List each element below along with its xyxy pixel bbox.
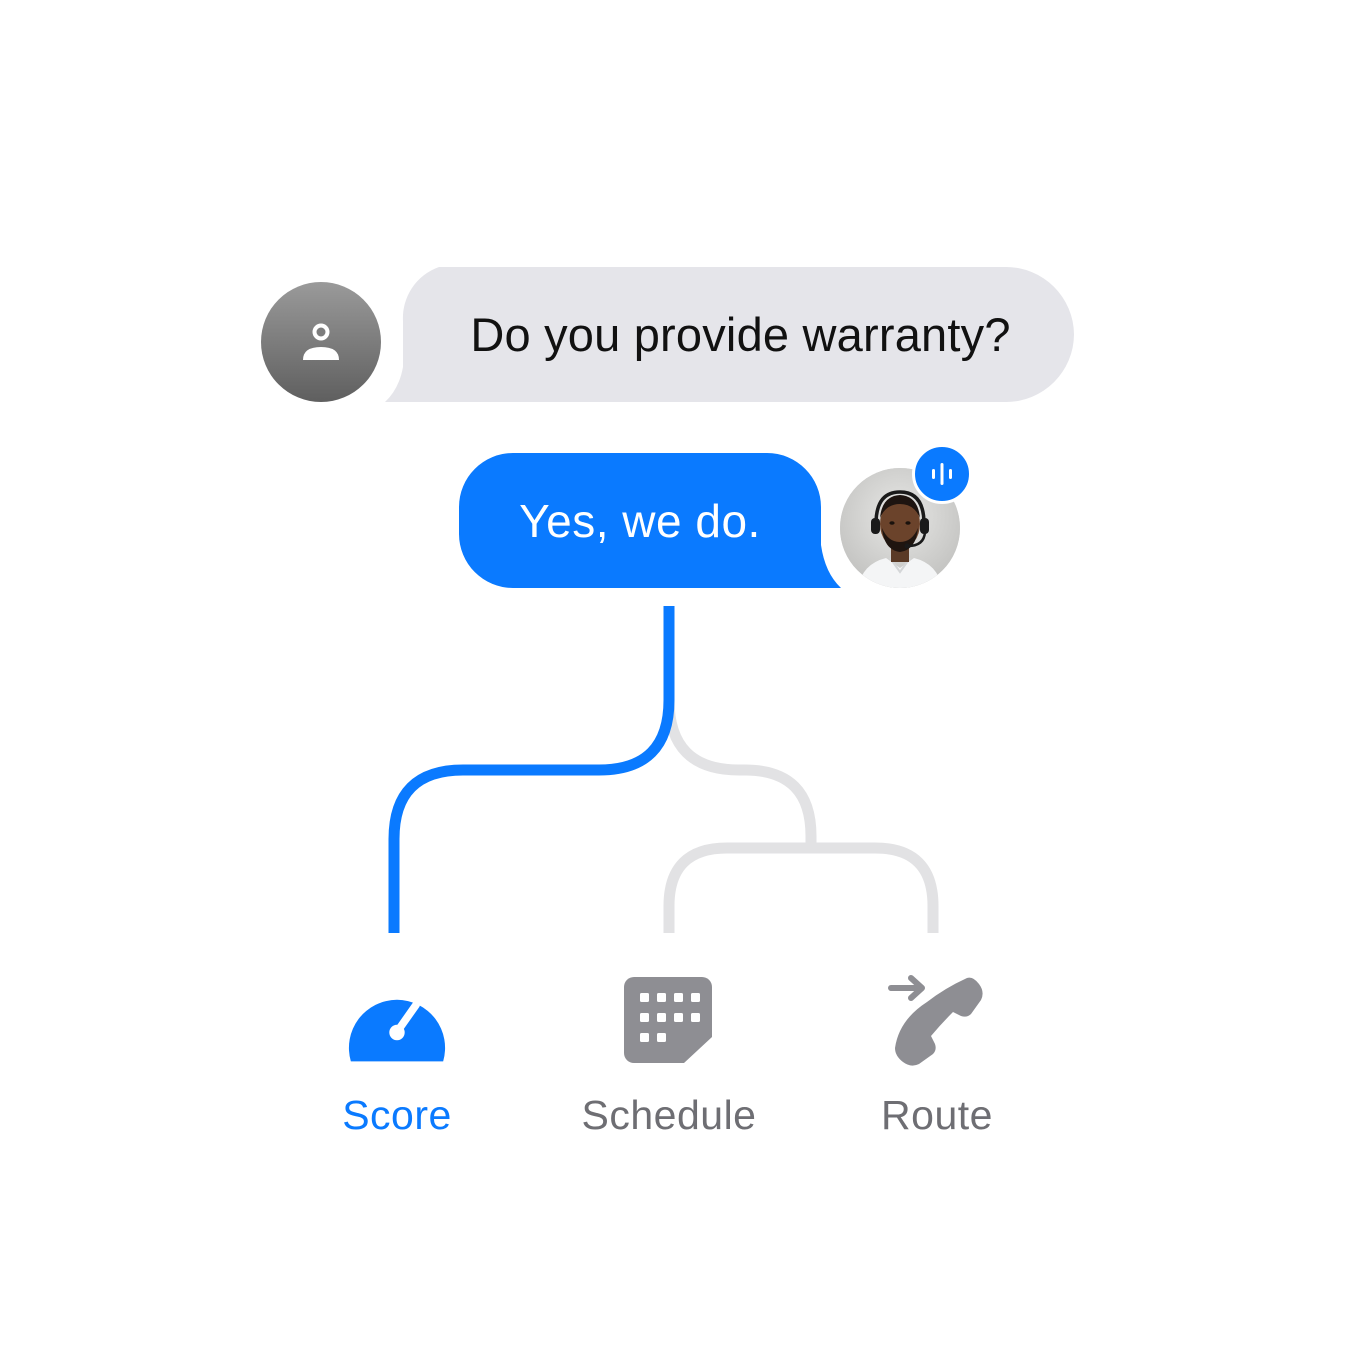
customer-avatar: [261, 282, 381, 402]
option-score-label: Score: [342, 1092, 452, 1138]
person-icon: [303, 323, 339, 360]
customer-message-bubble: Do you provide warranty?: [385, 267, 1074, 402]
customer-message-text: Do you provide warranty?: [470, 308, 1011, 361]
waveform-icon: [932, 463, 952, 485]
option-score[interactable]: Score: [277, 970, 517, 1160]
speedometer-icon: [347, 970, 447, 1070]
agent-message-bubble: Yes, we do.: [459, 453, 841, 588]
voice-waveform-badge: [912, 444, 972, 504]
calendar-grid-icon: [619, 970, 719, 1070]
option-route[interactable]: Route: [817, 970, 1057, 1160]
option-schedule-label: Schedule: [581, 1092, 757, 1138]
inactive-subbranch-line: [663, 842, 939, 933]
active-branch-line: [388, 606, 675, 933]
option-route-label: Route: [881, 1092, 993, 1138]
option-schedule[interactable]: Schedule: [549, 970, 789, 1160]
inactive-branch-line: [663, 699, 817, 846]
phone-forward-icon: [887, 970, 987, 1070]
agent-message-text: Yes, we do.: [519, 494, 761, 547]
